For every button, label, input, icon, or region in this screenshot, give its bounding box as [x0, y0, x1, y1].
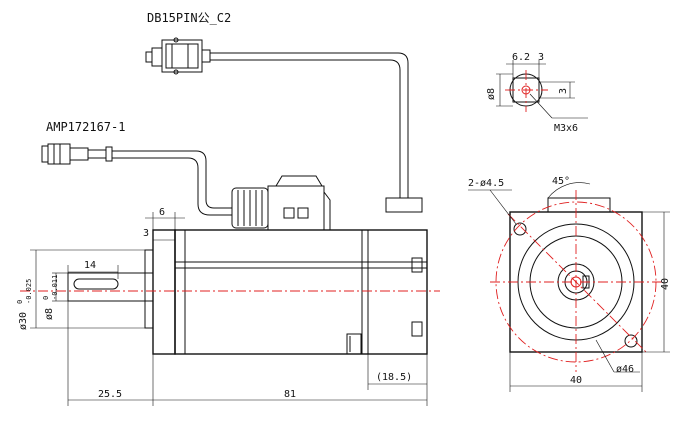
power-cable	[112, 150, 232, 209]
dim-flange-width: 40	[570, 375, 582, 386]
dim-key-length: 14	[84, 260, 96, 271]
dim-shaft-tol-upper: 0	[42, 296, 50, 300]
bolt-circle-label: ø46	[616, 364, 634, 375]
dim-pilot-diameter: ø30	[18, 312, 29, 330]
dim-body-length: 81	[284, 389, 296, 400]
dim-encoder-cap: (18.5)	[376, 372, 412, 383]
encoder-cable	[210, 52, 409, 198]
detail-key-width: 6.2	[512, 52, 530, 63]
encoder-cable-boss	[385, 197, 423, 213]
thread-label: M3x6	[554, 123, 578, 134]
dim-flange-offset: 6	[159, 207, 165, 218]
dim-shaft-length: 25.5	[98, 389, 122, 400]
detail-key-depth: 3	[538, 52, 544, 63]
dim-flange-thickness: 3	[143, 228, 149, 239]
detail-key-height: 3	[558, 88, 569, 94]
power-connector-label: AMP172167-1	[46, 120, 125, 134]
flange-hole-label: 2-ø4.5	[468, 178, 504, 189]
db15-connector	[145, 37, 211, 75]
detail-shaft-dia: ø8	[486, 88, 497, 100]
angle-label: 45°	[552, 176, 570, 187]
power-connector-housing	[231, 175, 331, 231]
dim-shaft-diameter: ø8	[44, 308, 55, 320]
encoder-connector-label: DB15PIN公_C2	[147, 11, 231, 25]
motor-side-view	[67, 229, 428, 355]
dim-pilot-tol-lower: -0.025	[25, 279, 33, 304]
dim-flange-height: 40	[660, 278, 671, 290]
shaft-detail-view	[505, 70, 548, 112]
dim-shaft-tol-lower: -0.011	[51, 275, 59, 300]
dim-pilot-tol-upper: 0	[16, 300, 24, 304]
amp-connector	[41, 143, 113, 165]
